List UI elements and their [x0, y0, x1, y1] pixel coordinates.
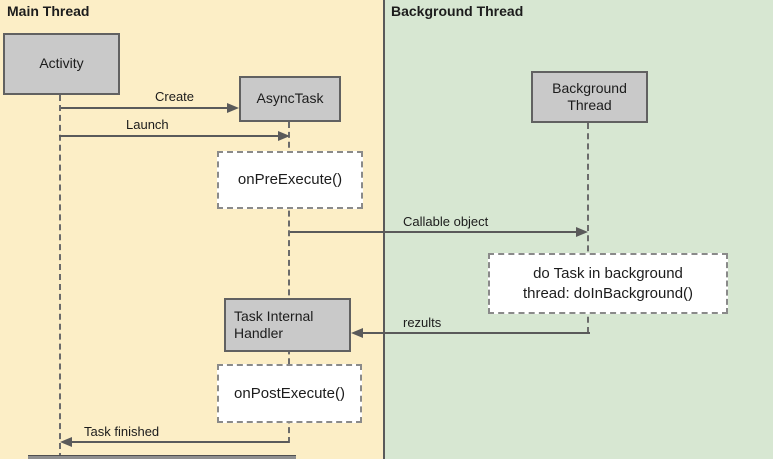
asynctask-lifeline	[288, 122, 290, 443]
launch-arrowhead	[278, 131, 290, 141]
background-thread-node: Background Thread	[531, 71, 648, 123]
background-thread-lane-title: Background Thread	[391, 3, 524, 19]
background-thread-lifeline	[587, 123, 589, 333]
do-in-background-label: do Task in background thread: doInBackgr…	[522, 265, 694, 302]
create-arrow-line	[61, 107, 228, 109]
activity-lifeline	[59, 95, 61, 459]
activity-node: Activity	[3, 33, 120, 95]
task-internal-handler-node: Task Internal Handler	[224, 298, 351, 352]
cutoff-box-bottom-edge	[28, 455, 296, 459]
results-arrowhead	[351, 328, 363, 338]
task-finished-arrow-line	[71, 441, 289, 443]
results-arrow-line	[362, 332, 590, 334]
launch-arrow-line	[59, 135, 279, 137]
on-pre-execute-step: onPreExecute()	[217, 151, 363, 209]
create-arrow-label: Create	[155, 89, 195, 104]
do-in-background-step: do Task in background thread: doInBackgr…	[488, 253, 728, 314]
asynctask-node: AsyncTask	[239, 76, 341, 122]
results-arrow-label: rezults	[403, 315, 442, 330]
main-thread-lane-title: Main Thread	[7, 3, 90, 19]
callable-object-arrowhead	[576, 227, 588, 237]
task-finished-arrowhead	[60, 437, 72, 447]
launch-arrow-label: Launch	[126, 117, 169, 132]
callable-object-arrow-line	[290, 231, 577, 233]
create-arrowhead	[227, 103, 239, 113]
callable-object-arrow-label: Callable object	[403, 214, 489, 229]
task-finished-arrow-label: Task finished	[84, 424, 160, 439]
on-post-execute-step: onPostExecute()	[217, 364, 362, 423]
